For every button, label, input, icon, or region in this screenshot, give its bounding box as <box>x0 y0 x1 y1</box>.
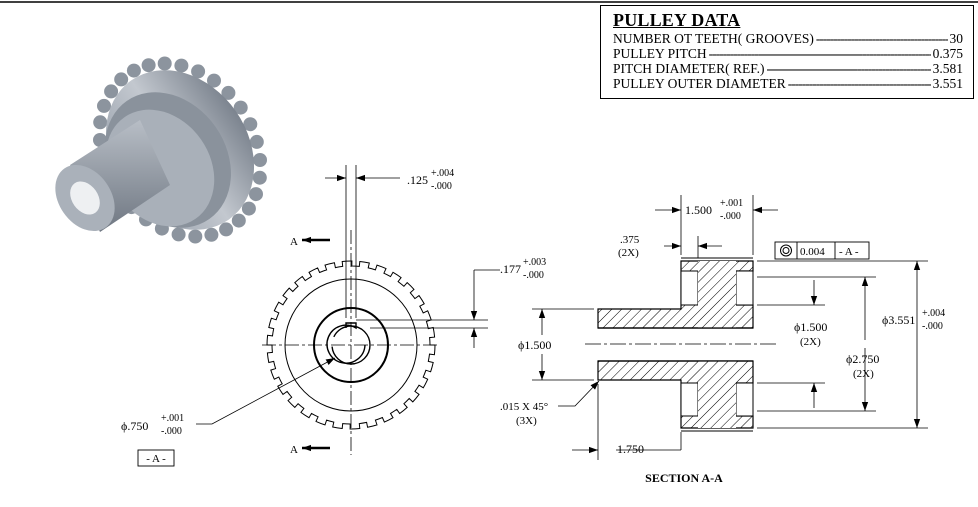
chamfer-qty: (3X) <box>516 415 537 427</box>
chamfer-callout: .015 X 45° <box>500 401 548 413</box>
pulley-data-title: PULLEY DATA <box>613 10 741 30</box>
keyway-width-dimension: .125 +.004 -.000 <box>407 168 454 192</box>
runout-feature-control-frame: 0.004 - A - <box>774 241 870 260</box>
iso-tooth <box>207 73 221 88</box>
outer-diameter-dimension: ϕ3.551 +.004 -.000 <box>882 308 945 332</box>
iso-tooth <box>104 84 119 99</box>
svg-text:1.500: 1.500 <box>685 203 712 217</box>
datum-a-label: - A - <box>146 453 166 465</box>
iso-tooth <box>231 213 246 228</box>
flange-thickness-value: .375 <box>620 234 640 246</box>
svg-text:0.004: 0.004 <box>800 246 825 258</box>
iso-tooth <box>174 58 189 73</box>
overall-length-value: 1.750 <box>617 442 644 456</box>
iso-tooth <box>157 56 172 71</box>
iso-tooth <box>188 229 203 244</box>
section-view: 1.500 +.001 -.000 .375 (2X) 0.004 - A - … <box>500 195 945 485</box>
iso-tooth <box>126 63 141 78</box>
hub-width-dimension: 1.500 +.001 -.000 <box>685 198 743 222</box>
iso-tooth <box>241 201 256 216</box>
iso-tooth <box>93 115 108 130</box>
keyway-depth-dimension: .177 +.003 -.000 <box>500 257 546 281</box>
svg-text:-.000: -.000 <box>431 181 452 192</box>
runout-icon <box>780 244 792 257</box>
recess-diameter-value: ϕ2.750 <box>846 352 879 366</box>
iso-tooth <box>114 72 129 87</box>
pulley-data-row: PULLEY PITCH0.375 <box>613 46 963 61</box>
pulley-data-row: PITCH DIAMETER( REF.)3.581 <box>613 61 963 76</box>
cut-label-top: A <box>290 236 298 248</box>
iso-tooth <box>243 117 258 132</box>
svg-text:+.001: +.001 <box>161 413 184 424</box>
svg-text:+.004: +.004 <box>431 168 454 179</box>
hub-diameter-value: ϕ1.500 <box>518 338 551 352</box>
svg-text:+.001: +.001 <box>720 198 743 209</box>
recess-diameter-qty: (2X) <box>853 368 874 380</box>
svg-text:-.000: -.000 <box>922 321 943 332</box>
iso-tooth <box>97 98 111 113</box>
pulley-data-table: PULLEY DATA NUMBER OT TEETH( GROOVES)30 … <box>600 5 974 99</box>
front-view-tooth-profile <box>266 260 436 430</box>
svg-text:+.003: +.003 <box>523 257 546 268</box>
svg-text:.177: .177 <box>500 262 521 276</box>
svg-text:+.004: +.004 <box>922 308 945 319</box>
svg-text:-.000: -.000 <box>161 426 182 437</box>
iso-tooth <box>204 227 219 242</box>
section-title: SECTION A-A <box>645 471 723 485</box>
svg-text:ϕ.750: ϕ.750 <box>121 419 148 433</box>
isometric-pulley-render <box>55 56 267 244</box>
svg-text:- A -: - A - <box>839 246 859 258</box>
iso-tooth <box>171 227 186 242</box>
svg-text:ϕ3.551: ϕ3.551 <box>882 313 915 327</box>
svg-text:.125: .125 <box>407 173 428 187</box>
iso-tooth <box>253 153 267 167</box>
groove-diameter-value: ϕ1.500 <box>794 320 827 334</box>
svg-text:-.000: -.000 <box>523 270 544 281</box>
iso-tooth <box>249 187 263 202</box>
pulley-data-row: NUMBER OT TEETH( GROOVES)30 <box>613 31 963 46</box>
bore-diameter-dimension: ϕ.750 +.001 -.000 <box>121 413 184 437</box>
pulley-data-row: PULLEY OUTER DIAMETER3.551 <box>613 76 963 91</box>
iso-tooth <box>221 85 236 100</box>
iso-tooth <box>233 100 248 115</box>
iso-tooth <box>141 58 156 73</box>
flange-thickness-qty: (2X) <box>618 247 639 259</box>
groove-diameter-qty: (2X) <box>800 336 821 348</box>
front-view: A A .125 +.004 -.000 .177 +.003 -.000 ϕ.… <box>121 165 546 467</box>
svg-text:-.000: -.000 <box>720 211 741 222</box>
iso-tooth <box>219 222 234 237</box>
cut-label-bottom: A <box>290 444 298 456</box>
iso-tooth <box>191 64 206 79</box>
iso-tooth <box>249 134 264 149</box>
iso-tooth <box>252 170 267 185</box>
